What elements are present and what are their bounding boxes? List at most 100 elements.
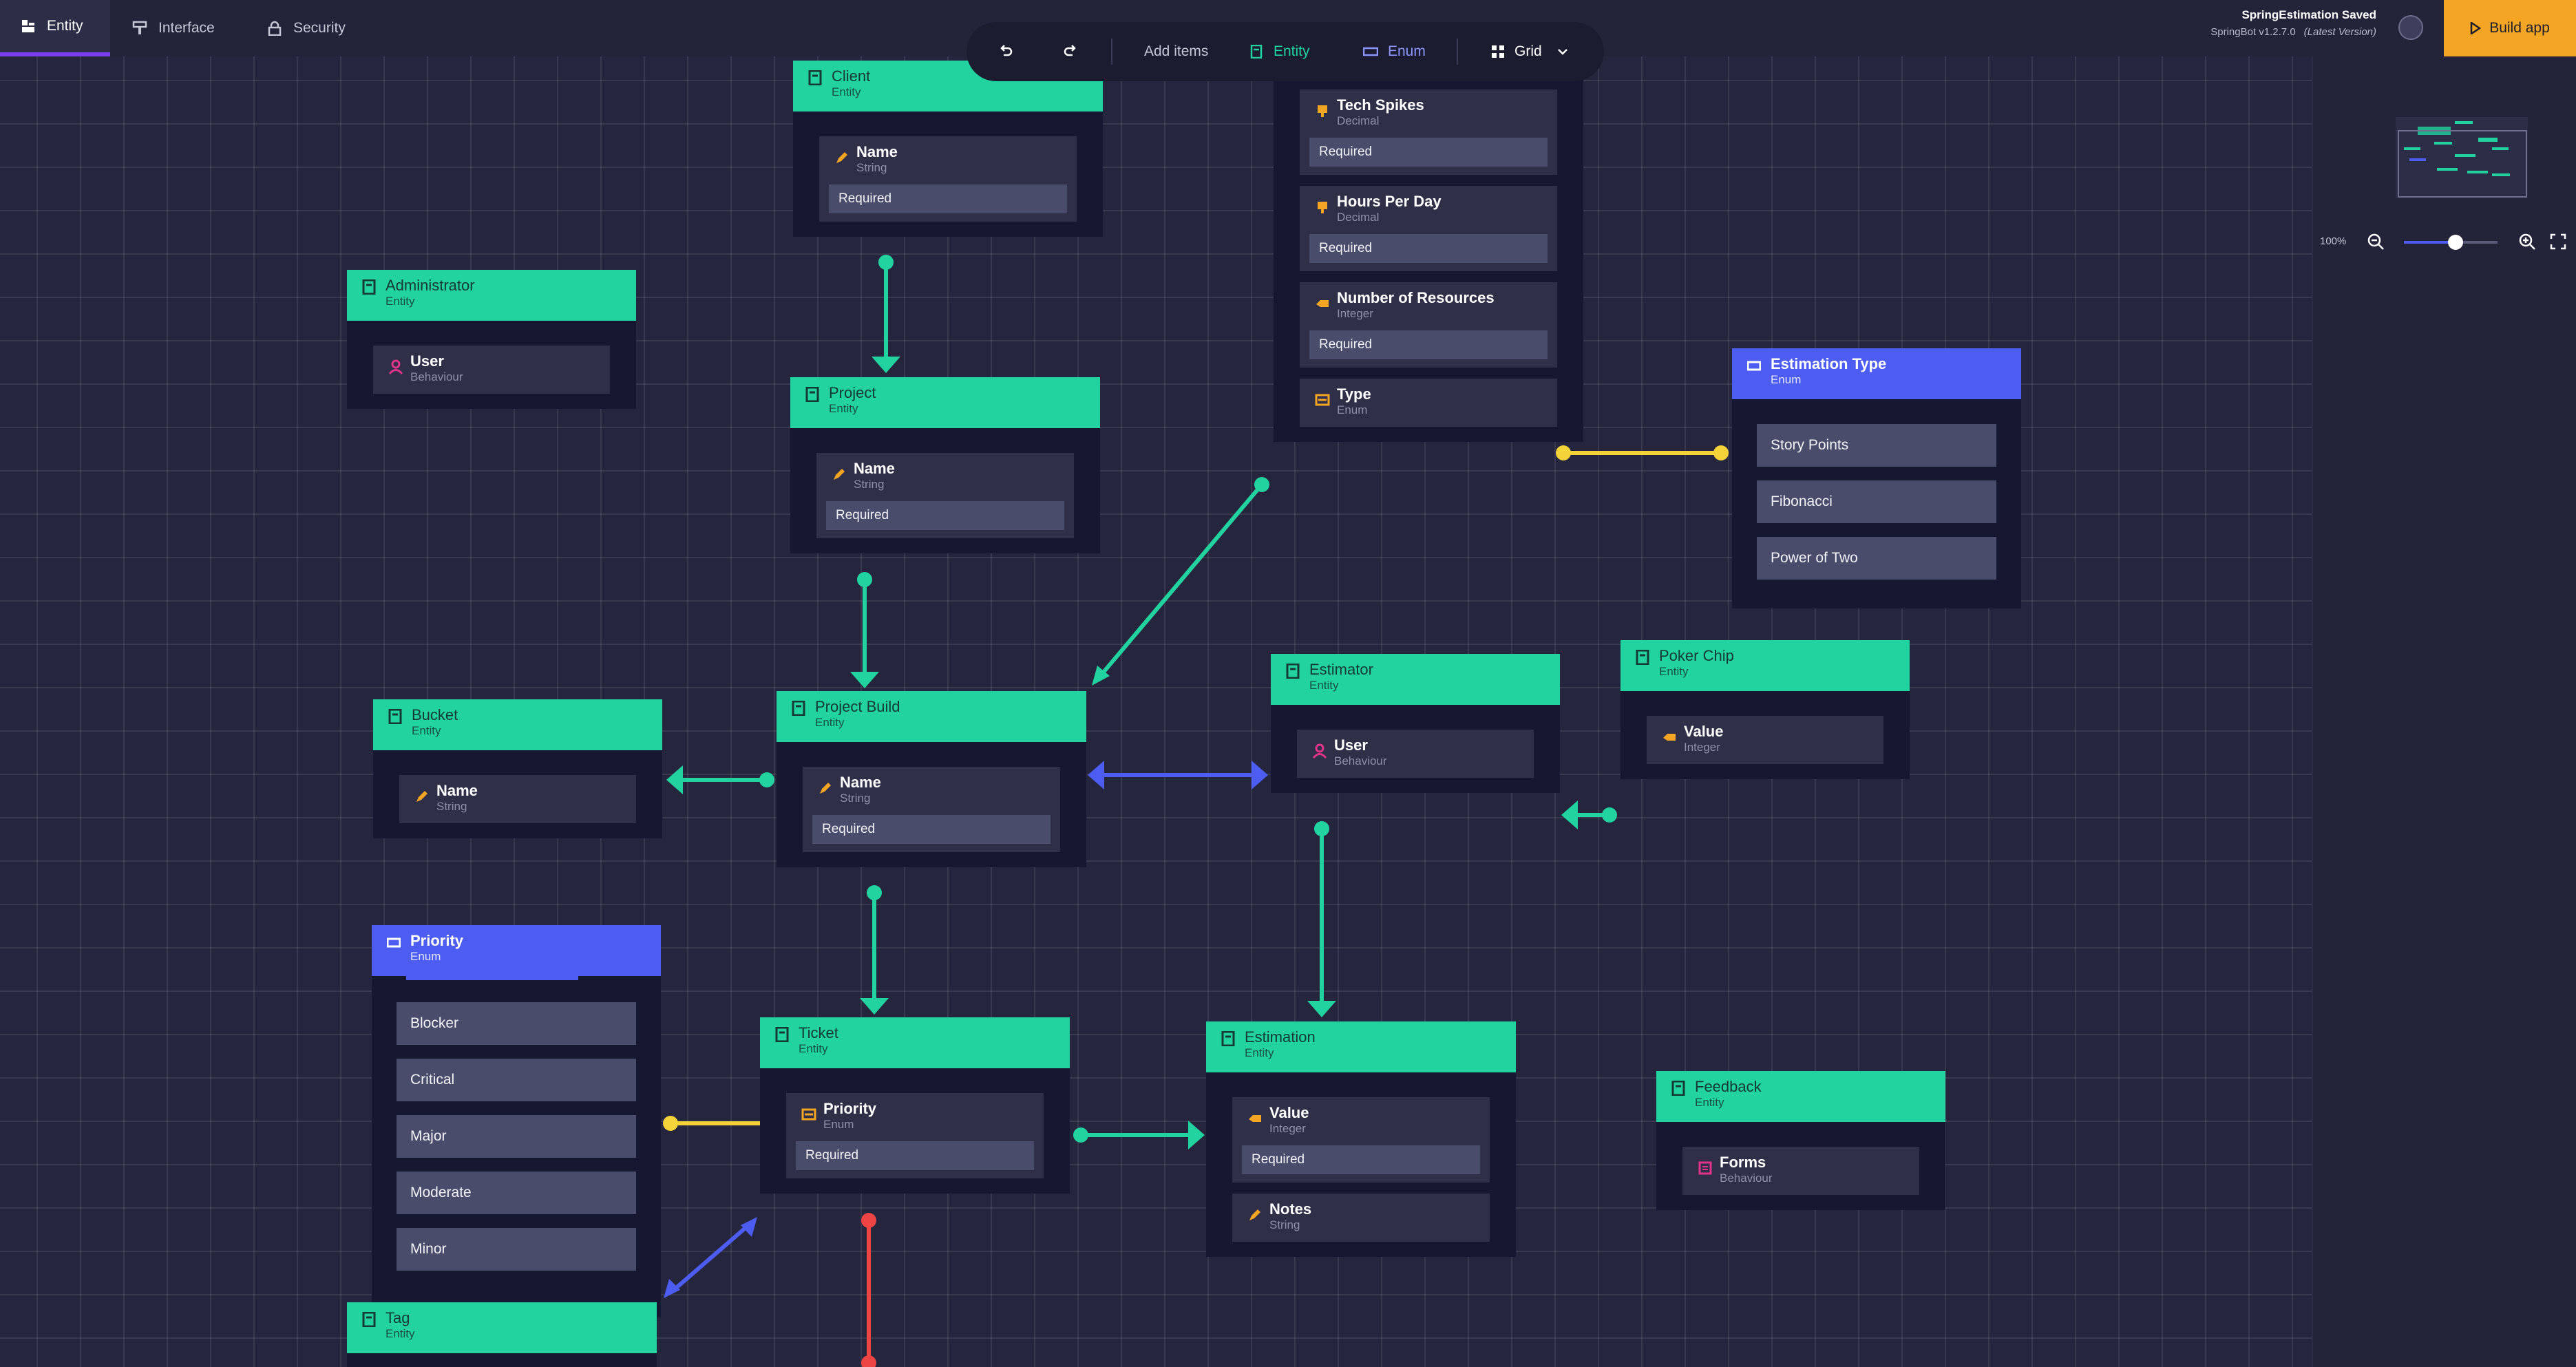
enum-item[interactable]: Story Points [1757, 424, 1996, 467]
link-ticket-tag[interactable] [664, 1217, 757, 1298]
node-type: Entity [799, 1042, 828, 1055]
node-type: Entity [1695, 1096, 1724, 1109]
link-ticket-estimation[interactable] [1073, 1121, 1205, 1149]
node-header[interactable]: Ticket Entity [760, 1017, 1070, 1068]
user-icon [1312, 743, 1327, 759]
undo-button[interactable] [998, 44, 1013, 59]
node-header[interactable]: Project Entity [790, 377, 1100, 428]
link-project-projectbuild[interactable] [850, 572, 879, 688]
zoom-slider[interactable] [2404, 235, 2498, 250]
entity-icon [362, 1312, 376, 1327]
required-badge: Required [1309, 234, 1548, 263]
node-header[interactable]: Estimation Entity [1206, 1021, 1516, 1072]
enum-item[interactable]: Fibonacci [1757, 480, 1996, 523]
field-forms[interactable]: Forms Behaviour [1682, 1147, 1919, 1195]
zoom-slider-handle[interactable] [2447, 235, 2463, 250]
node-title: Bucket [412, 706, 458, 723]
node-header[interactable]: Estimator Entity [1271, 654, 1560, 705]
link-projectbuild-bucket[interactable] [666, 765, 774, 794]
enum-item[interactable]: Blocker [397, 1002, 636, 1045]
node-estimation[interactable]: Estimation Entity Value Integer Required… [1206, 1021, 1516, 1257]
link-spikes-projectbuild[interactable] [1092, 477, 1269, 686]
link-projectbuild-estimator[interactable] [1088, 761, 1268, 790]
enum-item[interactable]: Minor [397, 1228, 636, 1271]
enum-item[interactable]: Moderate [397, 1172, 636, 1214]
node-header[interactable]: Bucket Entity [373, 699, 662, 750]
link-projectbuild-ticket[interactable] [860, 885, 889, 1015]
required-badge: Required [796, 1141, 1034, 1170]
node-priority[interactable]: Priority Enum Blocker Critical Major Mod… [372, 925, 661, 1317]
field-name[interactable]: Name String [399, 775, 636, 823]
field-type: Enum [1337, 403, 1368, 416]
entity-icon [792, 701, 805, 716]
node-title: Feedback [1695, 1078, 1762, 1095]
node-title: Priority [410, 932, 464, 949]
node-header[interactable]: Project Build Entity [777, 691, 1086, 742]
link-estimator-estimation[interactable] [1307, 821, 1336, 1017]
field-number-of-resources[interactable]: Number of Resources Integer Required [1300, 282, 1557, 368]
pencil-icon [416, 791, 427, 802]
field-type[interactable]: Type Enum [1300, 379, 1557, 427]
field-name[interactable]: Name String Required [816, 453, 1074, 538]
field-name[interactable]: Name String Required [819, 136, 1077, 222]
link-ticket-red[interactable] [861, 1213, 876, 1367]
minimap[interactable] [2396, 117, 2528, 198]
node-header[interactable]: Tag Entity [347, 1302, 657, 1353]
node-administrator[interactable]: Administrator Entity User Behaviour [347, 270, 636, 409]
field-name[interactable]: Name String Required [803, 767, 1060, 852]
tab-entity[interactable]: Entity [0, 0, 110, 56]
redo-button[interactable] [1063, 44, 1078, 59]
grid-icon [1492, 45, 1504, 58]
minimap-preview [2398, 121, 2527, 198]
enum-item[interactable]: Power of Two [1757, 537, 1996, 580]
build-app-button[interactable]: Build app [2444, 0, 2576, 56]
field-user[interactable]: User Behaviour [373, 346, 610, 394]
node-estimation-type[interactable]: Estimation Type Enum Story Points Fibona… [1732, 348, 2021, 608]
grid-dropdown[interactable]: Grid [1491, 43, 1568, 60]
add-entity-button[interactable]: Entity [1250, 43, 1310, 60]
diagram-canvas[interactable]: Client Entity Name String Required Admin… [0, 0, 2312, 1367]
node-type: Entity [1309, 679, 1339, 692]
node-type: Entity [829, 402, 858, 415]
node-header[interactable]: Poker Chip Entity [1620, 640, 1910, 691]
zoom-in-icon[interactable] [2518, 233, 2536, 251]
add-enum-button[interactable]: Enum [1363, 43, 1426, 60]
tab-security[interactable]: Security [267, 0, 346, 56]
node-estimation-settings[interactable]: Tech Spikes Decimal Required Hours Per D… [1274, 61, 1583, 442]
node-header[interactable]: Feedback Entity [1656, 1071, 1945, 1122]
field-value[interactable]: Value Integer Required [1232, 1097, 1490, 1183]
field-priority[interactable]: Priority Enum Required [786, 1093, 1044, 1178]
node-bucket[interactable]: Bucket Entity Name String [373, 699, 662, 838]
field-label: Value [1269, 1104, 1309, 1121]
field-notes[interactable]: Notes String [1232, 1194, 1490, 1242]
node-project[interactable]: Project Entity Name String Required [790, 377, 1100, 553]
node-estimator[interactable]: Estimator Entity User Behaviour [1271, 654, 1560, 793]
field-tech-spikes[interactable]: Tech Spikes Decimal Required [1300, 89, 1557, 175]
node-poker-chip[interactable]: Poker Chip Entity Value Integer [1620, 640, 1910, 779]
field-value[interactable]: Value Integer [1647, 716, 1883, 764]
zoom-out-icon[interactable] [2367, 233, 2385, 251]
enum-item[interactable]: Critical [397, 1059, 636, 1101]
avatar[interactable] [2398, 15, 2423, 40]
node-client[interactable]: Client Entity Name String Required [793, 61, 1103, 237]
redo-icon [1064, 45, 1076, 56]
tab-interface[interactable]: Interface [132, 0, 215, 56]
field-hours-per-day[interactable]: Hours Per Day Decimal Required [1300, 186, 1557, 271]
node-tag[interactable]: Tag Entity [347, 1302, 657, 1367]
node-header[interactable]: Estimation Type Enum [1732, 348, 2021, 399]
enum-item[interactable]: Major [397, 1115, 636, 1158]
node-header[interactable]: Priority Enum [372, 925, 661, 976]
node-header[interactable]: Administrator Entity [347, 270, 636, 321]
required-badge: Required [1309, 138, 1548, 167]
enum-icon [801, 1108, 816, 1121]
link-pokerchip-estimator[interactable] [1561, 801, 1617, 829]
pencil-icon [834, 469, 845, 480]
link-client-project[interactable] [872, 255, 900, 373]
field-label: User [1334, 737, 1368, 754]
node-feedback[interactable]: Feedback Entity Forms Behaviour [1656, 1071, 1945, 1210]
link-type-estimationtype[interactable] [1556, 445, 1729, 460]
node-ticket[interactable]: Ticket Entity Priority Enum Required [760, 1017, 1070, 1194]
node-project-build[interactable]: Project Build Entity Name String Require… [777, 691, 1086, 867]
fullscreen-icon[interactable] [2550, 233, 2566, 250]
field-user[interactable]: User Behaviour [1297, 730, 1534, 778]
